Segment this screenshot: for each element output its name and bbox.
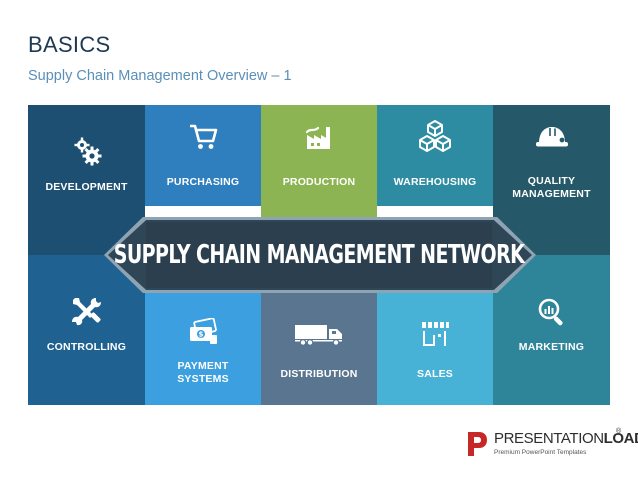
tile-controlling: CONTROLLING — [28, 255, 145, 405]
tile-quality-management: QUALITY MANAGEMENT — [493, 105, 610, 255]
tile-label: CONTROLLING — [46, 341, 127, 353]
hard-hat-icon — [493, 123, 610, 151]
tile-label: PAYMENT SYSTEMS — [177, 360, 229, 385]
svg-text:$: $ — [198, 331, 203, 339]
tile-marketing: MARKETING — [493, 255, 610, 405]
storefront-icon — [377, 320, 493, 348]
slide-subtitle: Supply Chain Management Overview – 1 — [28, 68, 292, 84]
magnifier-chart-icon — [493, 297, 610, 327]
logo-mark-icon — [468, 432, 487, 456]
tile-production: PRODUCTION — [261, 105, 377, 220]
presentationload-logo: PRESENTATIONLOAD ® Premium PowerPoint Te… — [466, 428, 638, 462]
logo-wordmark: PRESENTATIONLOAD — [494, 430, 638, 447]
tile-sales: SALES — [377, 290, 493, 405]
tile-label: PURCHASING — [166, 176, 240, 188]
slide-title: BASICS — [28, 32, 111, 57]
tile-distribution: DISTRIBUTION — [261, 290, 377, 405]
tile-label: QUALITY MANAGEMENT — [512, 175, 591, 200]
boxes-icon — [377, 119, 493, 153]
tile-label: DEVELOPMENT — [45, 181, 128, 193]
tile-warehousing: WAREHOUSING — [377, 105, 493, 206]
tile-label: DISTRIBUTION — [280, 368, 358, 380]
tile-development: DEVELOPMENT — [28, 105, 145, 255]
logo-tagline: Premium PowerPoint Templates — [494, 449, 587, 456]
tile-label: PRODUCTION — [282, 176, 356, 188]
tile-label: WAREHOUSING — [393, 176, 477, 188]
network-banner: SUPPLY CHAIN MANAGEMENT NETWORK — [114, 222, 525, 288]
tile-label: MARKETING — [518, 341, 585, 353]
factory-icon — [261, 121, 377, 151]
tile-label: SALES — [416, 368, 453, 380]
gears-icon — [28, 135, 145, 167]
logo-registered: ® — [616, 428, 622, 435]
truck-icon — [261, 322, 377, 346]
money-icon: $ — [145, 318, 261, 346]
tile-payment-systems: $ PAYMENT SYSTEMS — [145, 290, 261, 405]
network-label: SUPPLY CHAIN MANAGEMENT NETWORK — [113, 240, 525, 270]
wrench-screwdriver-icon — [28, 295, 145, 329]
tile-purchasing: PURCHASING — [145, 105, 261, 206]
shopping-cart-icon — [145, 123, 261, 151]
